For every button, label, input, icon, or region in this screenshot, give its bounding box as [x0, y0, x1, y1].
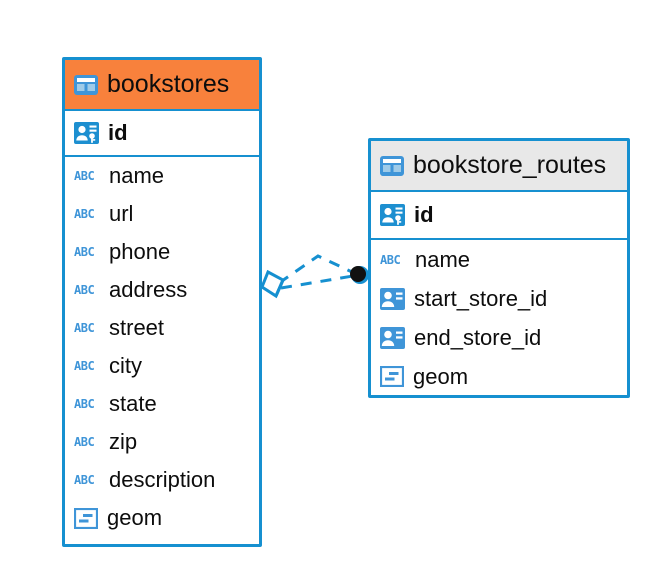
field-label-geom: geom	[107, 505, 163, 530]
entity-bookstore-routes[interactable]: bookstore_routes id ABC	[368, 138, 630, 398]
geometry-icon	[74, 507, 98, 529]
field-row-end-store-id[interactable]: end_store_id	[371, 318, 627, 357]
field-label-name: name	[109, 163, 165, 188]
entity-bookstores-field-list: ABC name ABC url ABC phone ABC address A…	[65, 157, 259, 537]
table-icon	[380, 155, 404, 176]
field-label-description: description	[109, 467, 216, 492]
field-label-state: state	[109, 391, 157, 416]
relationship-line-lower[interactable]	[280, 274, 354, 290]
abc-text-icon: ABC	[74, 321, 95, 335]
field-row-geom[interactable]: geom	[371, 357, 627, 396]
foreign-key-icon	[380, 326, 405, 349]
primary-key-divider	[371, 238, 627, 240]
header-divider	[65, 109, 259, 111]
field-row-name[interactable]: ABC name	[371, 240, 627, 279]
abc-text-icon: ABC	[380, 252, 401, 267]
field-label-phone: phone	[109, 239, 171, 264]
abc-text-icon: ABC	[74, 169, 95, 183]
abc-text-icon: ABC	[74, 359, 95, 373]
field-row-zip[interactable]: ABC zip	[65, 423, 259, 461]
abc-text-icon: ABC	[74, 207, 95, 221]
diamond-marker[interactable]	[260, 269, 285, 299]
field-row-name[interactable]: ABC name	[65, 157, 259, 195]
foreign-key-icon	[380, 287, 405, 310]
abc-text-icon: ABC	[74, 473, 95, 487]
field-label-geom: geom	[413, 363, 469, 389]
field-row-start-store-id[interactable]: start_store_id	[371, 279, 627, 318]
field-row-street[interactable]: ABC street	[65, 309, 259, 347]
table-icon	[74, 74, 98, 95]
field-row-url[interactable]: ABC url	[65, 195, 259, 233]
entity-bookstores-header[interactable]: bookstores	[65, 60, 259, 109]
filled-circle-marker[interactable]	[350, 266, 369, 284]
abc-text-icon: ABC	[74, 283, 95, 297]
field-row-phone[interactable]: ABC phone	[65, 233, 259, 271]
entity-bookstores[interactable]: bookstores id ABC	[62, 57, 262, 547]
field-row-geom[interactable]: geom	[65, 499, 259, 537]
field-label-city: city	[109, 353, 142, 378]
abc-text-icon: ABC	[74, 397, 95, 411]
field-row-city[interactable]: ABC city	[65, 347, 259, 385]
relationship-line-upper[interactable]	[278, 254, 353, 285]
primary-key-icon	[380, 204, 405, 226]
field-label-street: street	[109, 315, 165, 340]
field-label-end-store-id: end_store_id	[414, 324, 542, 350]
field-label-name: name	[415, 246, 471, 272]
entity-bookstores-title: bookstores	[107, 70, 230, 98]
field-label-id: id	[414, 202, 434, 227]
field-label-zip: zip	[109, 429, 138, 454]
entity-bookstore-routes-title: bookstore_routes	[413, 151, 607, 179]
field-label-address: address	[109, 277, 188, 302]
field-row-state[interactable]: ABC state	[65, 385, 259, 423]
header-divider	[371, 190, 627, 192]
field-row-id[interactable]: id	[371, 192, 627, 238]
field-row-description[interactable]: ABC description	[65, 461, 259, 499]
entity-bookstore-routes-header[interactable]: bookstore_routes	[371, 141, 627, 190]
primary-key-icon	[74, 122, 99, 144]
abc-text-icon: ABC	[74, 245, 95, 259]
field-label-start-store-id: start_store_id	[414, 285, 548, 311]
geometry-icon	[380, 366, 404, 387]
field-row-id[interactable]: id	[65, 111, 259, 155]
abc-text-icon: ABC	[74, 435, 95, 449]
field-row-address[interactable]: ABC address	[65, 271, 259, 309]
field-label-id: id	[108, 120, 128, 145]
field-label-url: url	[109, 201, 134, 226]
entity-bookstore-routes-field-list: ABC name start_store_id	[371, 240, 627, 396]
primary-key-divider	[65, 155, 259, 157]
